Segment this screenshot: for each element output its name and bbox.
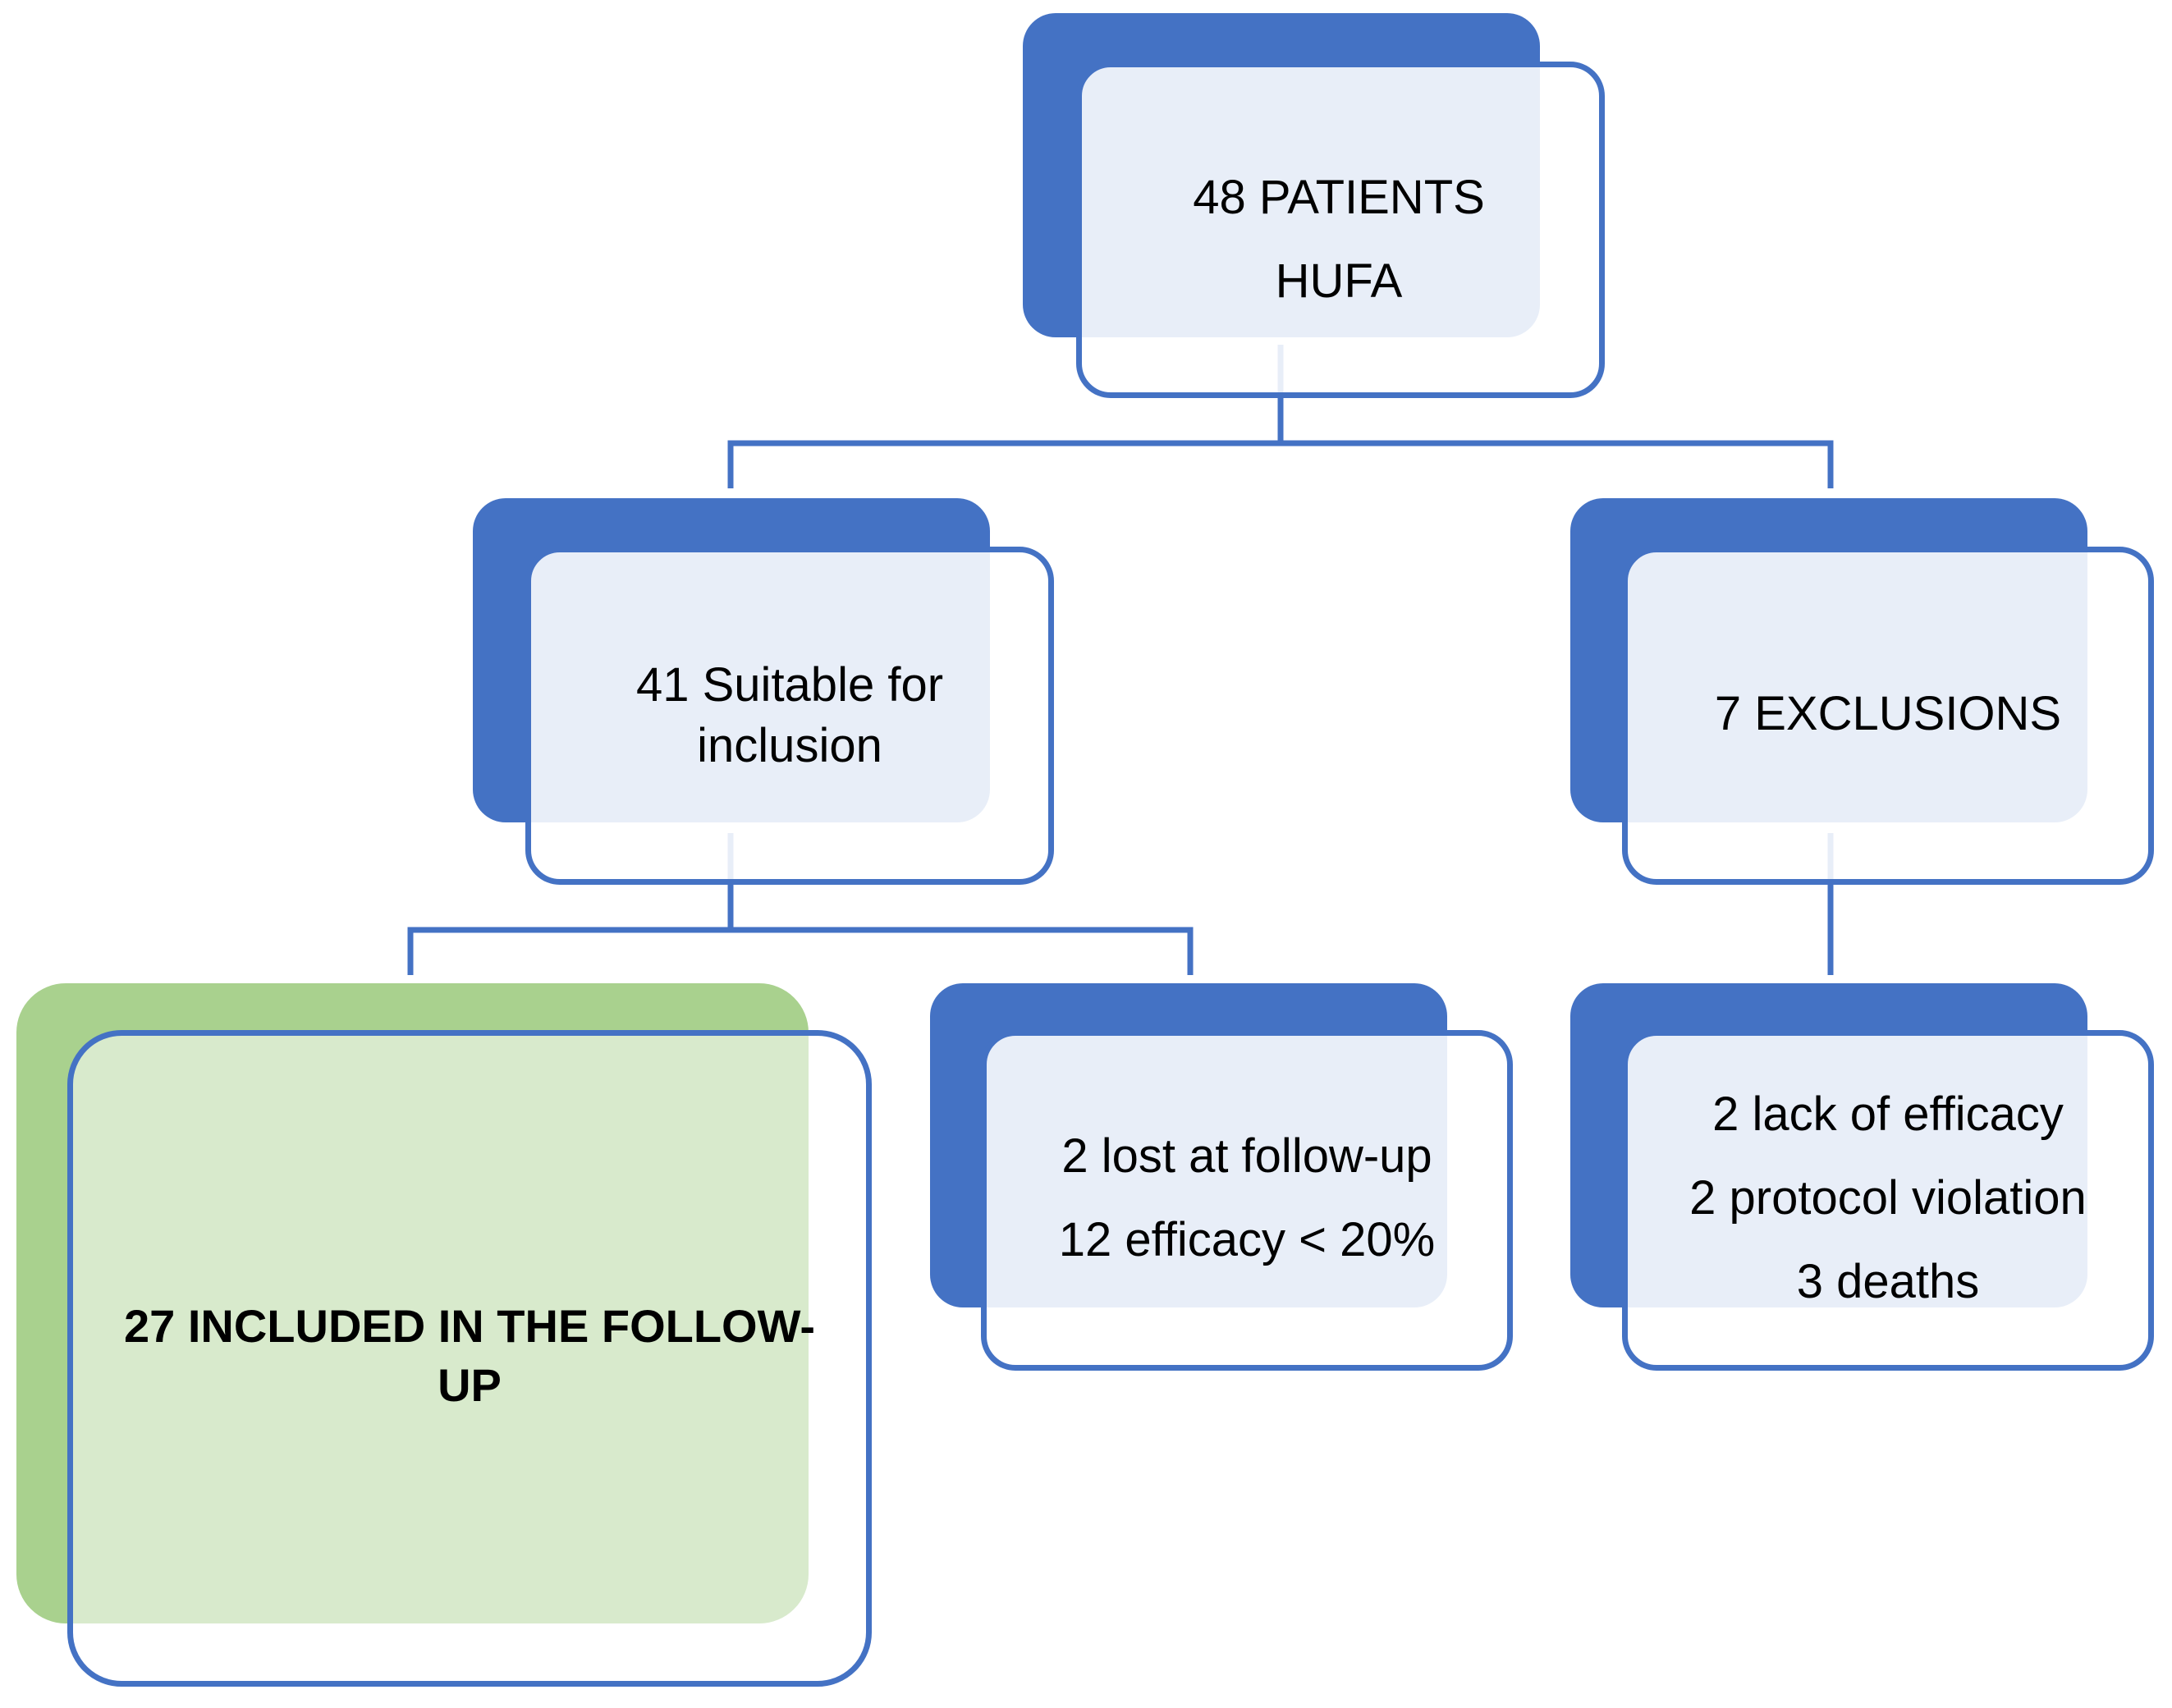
- suitable-node-text: 41 Suitable for inclusion: [525, 655, 1054, 776]
- reasons-node-line2: 2 protocol violation: [1689, 1171, 2087, 1225]
- included-node-line2: UP: [438, 1359, 502, 1411]
- reasons-node-text: 2 lack of efficacy 2 protocol violation …: [1622, 1073, 2154, 1324]
- root-node-text: 48 PATIENTS HUFA: [1076, 156, 1602, 323]
- lost-node: [981, 1030, 1513, 1371]
- reasons-node-line3: 3 deaths: [1796, 1255, 1980, 1308]
- included-node: [67, 1030, 872, 1687]
- exclusions-node-label: 7 EXCLUSIONS: [1714, 687, 2062, 740]
- lost-node-line2: 12 efficacy < 20%: [1058, 1213, 1436, 1266]
- connector-suitable-to-lost: [731, 927, 1194, 975]
- suitable-node: [525, 547, 1054, 885]
- exclusions-node-text: 7 EXCLUSIONS: [1622, 684, 2154, 744]
- included-node-text: 27 INCLUDED IN THE FOLLOW- UP: [67, 1297, 872, 1415]
- exclusions-node: [1622, 547, 2154, 885]
- included-node-line1: 27 INCLUDED IN THE FOLLOW-: [124, 1300, 815, 1352]
- root-node-line2: HUFA: [1275, 254, 1403, 308]
- root-node: [1076, 62, 1605, 398]
- suitable-node-line1: 41 Suitable for: [635, 658, 944, 712]
- connector-root-to-exclusions: [1281, 440, 1834, 488]
- reasons-node: [1622, 1030, 2154, 1371]
- root-node-line1: 48 PATIENTS: [1193, 171, 1485, 224]
- lost-node-line1: 2 lost at follow-up: [1061, 1129, 1432, 1183]
- suitable-node-line2: inclusion: [697, 719, 882, 772]
- reasons-node-line1: 2 lack of efficacy: [1712, 1088, 2064, 1141]
- lost-node-text: 2 lost at follow-up 12 efficacy < 20%: [981, 1115, 1513, 1282]
